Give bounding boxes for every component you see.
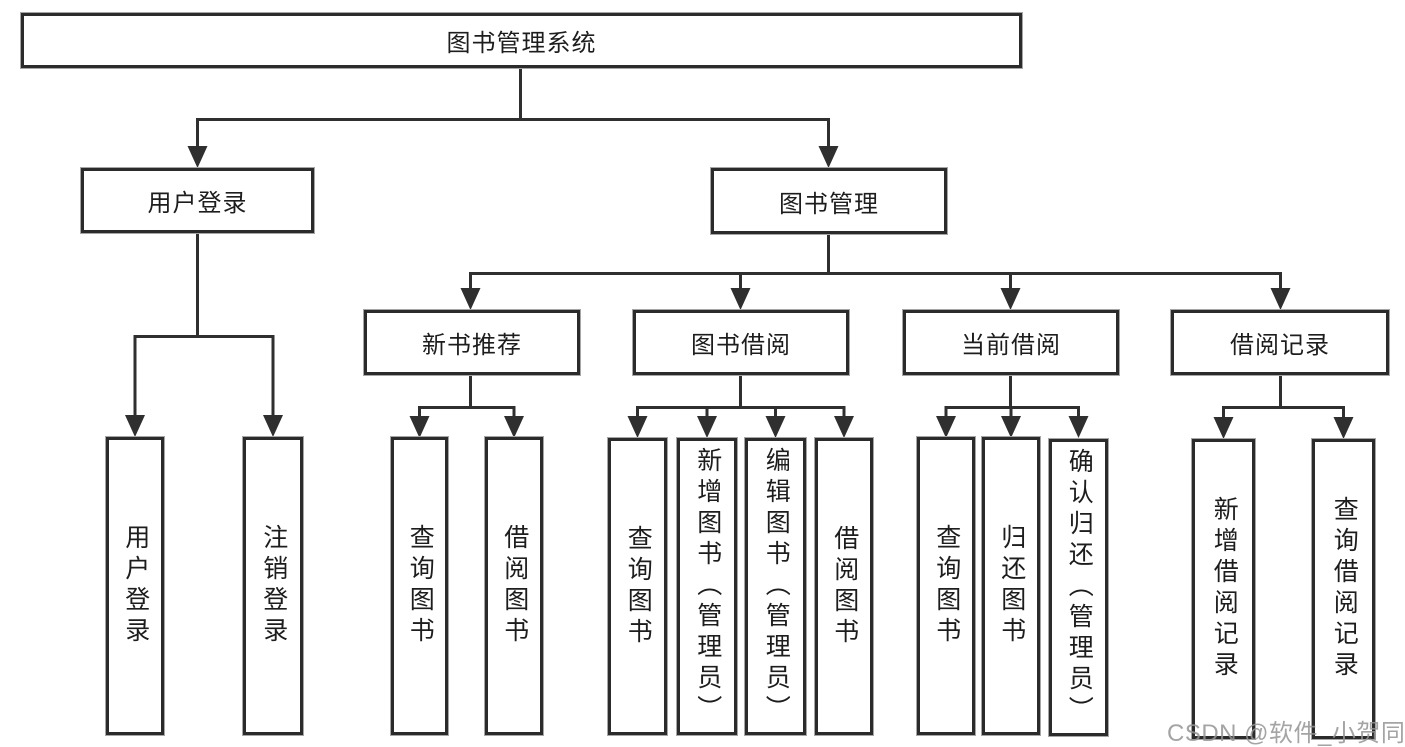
node-label: 查询图书	[624, 524, 653, 649]
connector-new-books-to-leaves	[409, 375, 524, 438]
node-label: 借阅图书	[500, 524, 529, 648]
node-new-books: 新书推荐	[364, 310, 580, 375]
connector-book-mgmt-to-level3	[460, 234, 1291, 310]
leaf-borrow-books-recommend: 借阅图书	[485, 437, 543, 735]
arrow-down-icon	[936, 416, 956, 438]
connector-current-borrow-to-leaves	[936, 375, 1089, 438]
leaf-query-books-recommend: 查询图书	[391, 437, 448, 735]
node-label: 查询图书	[406, 524, 435, 648]
leaf-user-login: 用户登录	[106, 437, 164, 735]
arrow-down-icon	[1270, 288, 1291, 310]
node-label: 查询借阅记录	[1330, 496, 1359, 682]
leaf-logout: 注销登录	[243, 437, 303, 735]
arrow-down-icon	[834, 416, 854, 438]
node-label: 查询图书	[932, 524, 961, 648]
arrow-down-icon	[187, 146, 208, 168]
node-label: 借阅图书	[830, 524, 859, 649]
node-label: 确认归还（管理员）	[1065, 448, 1094, 727]
node-label: 注销登录	[259, 524, 288, 648]
leaf-borrow-books: 借阅图书	[815, 438, 873, 735]
node-label: 借阅记录	[1230, 332, 1330, 359]
node-label: 图书借阅	[691, 332, 791, 359]
arrow-down-icon	[818, 146, 839, 168]
arrow-down-icon	[1001, 416, 1021, 438]
arrow-down-icon	[263, 415, 283, 437]
leaf-add-books-admin: 新增图书（管理员）	[677, 438, 737, 735]
leaf-query-borrow-record: 查询借阅记录	[1312, 439, 1375, 739]
connector-line	[133, 232, 275, 417]
arrow-down-icon	[765, 416, 786, 438]
leaf-query-books-borrow: 查询图书	[608, 438, 667, 735]
arrow-down-icon	[504, 416, 524, 438]
node-label: 图书管理系统	[446, 30, 597, 57]
arrow-down-icon	[1333, 417, 1354, 439]
connector-line	[944, 375, 1080, 418]
connector-line	[636, 375, 846, 418]
leaf-return-books: 归还图书	[982, 437, 1040, 735]
node-label: 图书管理	[779, 190, 879, 218]
leaf-query-books-current: 查询图书	[917, 437, 975, 735]
node-label: 新增图书（管理员）	[693, 447, 722, 726]
node-label: 用户登录	[147, 190, 248, 217]
watermark: CSDN @软件_小贺同学	[1167, 720, 1405, 747]
node-book-mgmt: 图书管理	[711, 168, 947, 234]
node-root: 图书管理系统	[21, 13, 1022, 68]
node-label: 编辑图书（管理员）	[762, 447, 791, 726]
connector-root-to-level2	[187, 68, 839, 168]
node-label: 当前借阅	[961, 332, 1061, 359]
leaf-add-borrow-record: 新增借阅记录	[1192, 439, 1255, 739]
node-label: 新书推荐	[422, 332, 522, 359]
node-borrow-records: 借阅记录	[1171, 310, 1389, 375]
connector-book-borrow-to-leaves	[627, 375, 854, 438]
node-label: 归还图书	[997, 524, 1026, 648]
leaf-confirm-return-admin: 确认归还（管理员）	[1049, 439, 1108, 736]
arrow-down-icon	[627, 416, 648, 438]
node-label: 新增借阅记录	[1210, 496, 1239, 682]
arrow-down-icon	[730, 288, 751, 310]
node-label: 用户登录	[121, 524, 150, 648]
connector-borrow-records-to-leaves	[1213, 375, 1354, 439]
arrow-down-icon	[1068, 416, 1089, 438]
connector-line	[418, 375, 516, 418]
connector-line	[469, 234, 1282, 290]
node-current-borrow: 当前借阅	[903, 310, 1119, 375]
node-user-login: 用户登录	[81, 168, 314, 233]
connector-user-login-to-leaves	[125, 232, 283, 437]
arrow-down-icon	[460, 288, 481, 310]
arrow-down-icon	[697, 416, 717, 438]
connector-line	[1222, 375, 1345, 419]
arrow-down-icon	[409, 416, 430, 438]
leaf-edit-books-admin: 编辑图书（管理员）	[745, 438, 806, 735]
arrow-down-icon	[125, 415, 145, 437]
connector-line	[196, 68, 830, 148]
arrow-down-icon	[1213, 417, 1234, 439]
node-book-borrow: 图书借阅	[633, 310, 849, 375]
arrow-down-icon	[1000, 288, 1021, 310]
